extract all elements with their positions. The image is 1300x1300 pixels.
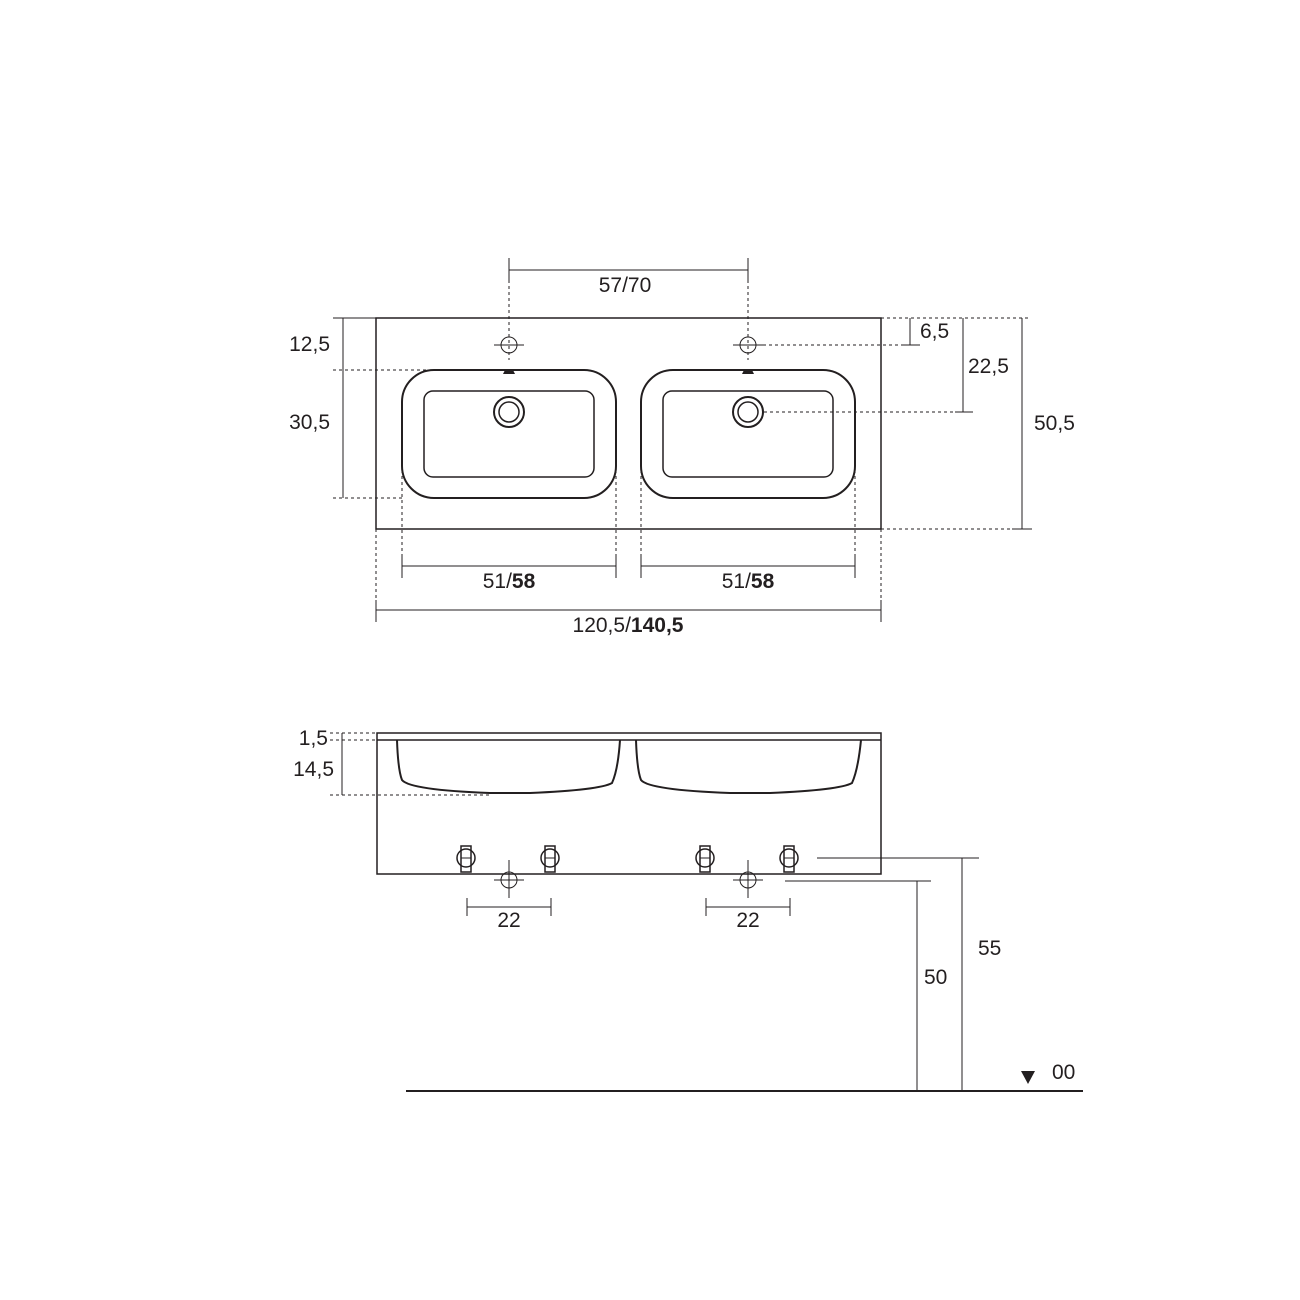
label-back-to-basin: 12,5 — [289, 333, 330, 356]
label-floor-level: 00 — [1052, 1061, 1075, 1084]
label-total-depth: 50,5 — [1034, 412, 1075, 435]
left-tap-hole-icon — [494, 336, 524, 354]
label-tap-from-back: 6,5 — [920, 320, 949, 343]
valve-icon-2 — [540, 845, 560, 873]
left-waste-outlet-icon — [494, 860, 524, 898]
right-drain-inner — [737, 401, 759, 423]
label-right-outlet-spacing: 22 — [736, 909, 759, 932]
left-bowl-profile — [396, 739, 621, 794]
dim-line-tap-spacing — [508, 258, 749, 360]
right-bowl-profile — [635, 739, 862, 794]
top-view: 57/70 12,5 30,5 6,5 22,5 50,5 — [289, 258, 1075, 637]
label-right-basin-width: 51/58 — [722, 570, 775, 593]
label-supply-height: 55 — [978, 937, 1001, 960]
right-basin-outer — [640, 369, 856, 499]
label-top-thickness: 1,5 — [299, 727, 328, 750]
dim-line-heights — [785, 857, 979, 1091]
left-basin-inner — [423, 390, 595, 478]
dim-line-left-vertical — [333, 317, 500, 499]
left-drain-inner — [498, 401, 520, 423]
dim-line-front-vertical — [330, 732, 490, 796]
label-waste-from-back: 22,5 — [968, 355, 1009, 378]
vanity-body — [376, 732, 882, 875]
dim-line-basin-widths — [401, 470, 856, 578]
dim-line-outlet-spacing — [466, 898, 791, 916]
valve-icon-4 — [779, 845, 799, 873]
front-view: 1,5 14,5 — [293, 727, 1083, 1092]
label-total-width: 120,5/140,5 — [573, 614, 684, 637]
dim-line-total-width — [375, 529, 882, 622]
label-waste-height: 50 — [924, 966, 947, 989]
right-tap-hole-icon — [733, 336, 763, 354]
valve-icon-3 — [695, 845, 715, 873]
dim-line-right-vertical — [763, 317, 1032, 530]
label-bowl-depth: 14,5 — [293, 758, 334, 781]
label-basin-depth: 30,5 — [289, 411, 330, 434]
left-drain-outer — [493, 396, 525, 428]
label-left-outlet-spacing: 22 — [497, 909, 520, 932]
right-waste-outlet-icon — [733, 860, 763, 898]
right-overflow-mark — [742, 370, 754, 374]
floor-level-marker-icon — [1021, 1071, 1035, 1084]
left-overflow-mark — [503, 370, 515, 374]
right-drain-outer — [732, 396, 764, 428]
label-tap-spacing: 57/70 — [599, 274, 652, 297]
countertop-outline — [375, 317, 882, 530]
left-basin-outer — [401, 369, 617, 499]
valve-icon-1 — [456, 845, 476, 873]
right-basin-inner — [662, 390, 834, 478]
label-left-basin-width: 51/58 — [483, 570, 536, 593]
